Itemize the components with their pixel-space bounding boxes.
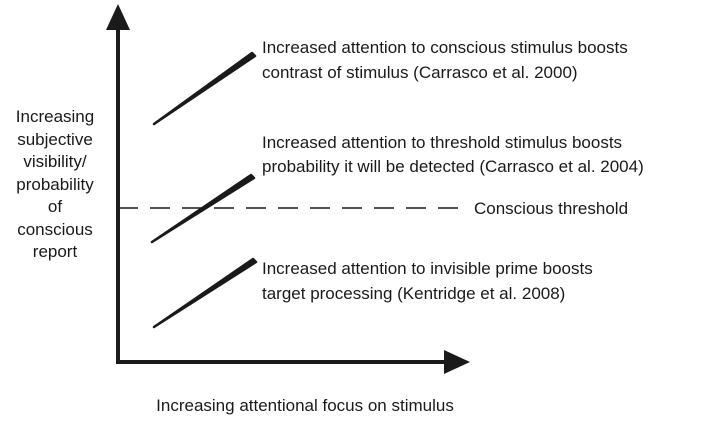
- y-axis-label-line: subjective: [17, 129, 93, 149]
- y-axis-label-line: conscious: [17, 219, 93, 239]
- annotation-line: Increased attention to threshold stimulu…: [262, 133, 622, 152]
- trend-line-contrast: [152, 51, 257, 126]
- y-axis-label-line: Increasing: [15, 107, 95, 126]
- annotation-line: target processing (Kentridge et al. 2008…: [262, 284, 565, 303]
- y-axis-label-line: probability: [16, 174, 94, 194]
- trend-line-detection: [150, 173, 256, 244]
- x-axis-arrowhead: [444, 350, 470, 374]
- x-axis-label: Increasing attentional focus on stimulus: [156, 396, 454, 415]
- conscious-threshold-label: Conscious threshold: [474, 199, 628, 218]
- y-axis-label: Increasing subjective visibility/ probab…: [0, 106, 110, 264]
- annotation-line: Increased attention to conscious stimulu…: [262, 38, 628, 57]
- annotation-detection: Increased attention to threshold stimulu…: [262, 133, 644, 176]
- y-axis-arrowhead: [106, 4, 130, 30]
- trend-line-prime: [152, 257, 258, 329]
- y-axis-label-line: visibility/: [23, 152, 87, 171]
- annotation-contrast: Increased attention to conscious stimulu…: [262, 38, 628, 82]
- annotation-line: Increased attention to invisible prime b…: [262, 259, 593, 278]
- annotation-line: contrast of stimulus (Carrasco et al. 20…: [262, 63, 578, 82]
- y-axis-label-line: report: [32, 242, 78, 261]
- y-axis-label-line: of: [47, 197, 63, 216]
- annotation-prime: Increased attention to invisible prime b…: [262, 259, 593, 303]
- annotation-line: probability it will be detected (Carrasc…: [262, 157, 644, 176]
